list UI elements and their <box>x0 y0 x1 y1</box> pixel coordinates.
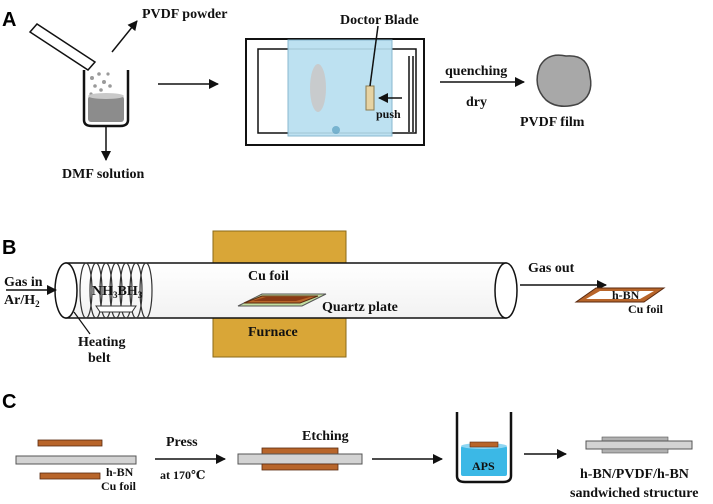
arrow-powder-label <box>111 20 138 53</box>
label-belt: belt <box>88 351 111 366</box>
label-heating: Heating <box>78 335 125 350</box>
label-result-1: h-BN/PVDF/h-BN <box>580 467 689 482</box>
pressed-stack <box>237 447 363 471</box>
label-doctor-blade: Doctor Blade <box>340 13 419 28</box>
label-hbn-b: h-BN <box>612 288 640 302</box>
label-dry: dry <box>466 95 487 110</box>
label-dmf-solution: DMF solution <box>62 167 145 182</box>
pvdf-film-icon <box>536 54 592 107</box>
label-cu-foil-c: Cu foil <box>101 479 137 493</box>
label-etching: Etching <box>302 429 349 444</box>
panel-label-c: C <box>2 391 16 413</box>
panel-label-a: A <box>2 9 16 31</box>
label-push: push <box>376 107 401 121</box>
heating-belt-coils <box>79 262 153 319</box>
initial-stack <box>15 439 137 480</box>
label-furnace: Furnace <box>248 325 298 340</box>
final-sandwich <box>585 436 693 454</box>
label-gas-out: Gas out <box>528 261 575 276</box>
panel-label-b: B <box>2 237 16 259</box>
label-aps: APS <box>472 459 495 473</box>
label-press-temp: at 170℃ <box>160 468 205 482</box>
blade-icon <box>365 85 375 111</box>
doctor-blade-coater <box>245 38 425 146</box>
precursor-boat <box>95 305 137 313</box>
label-ar-h2: Ar/H2 <box>4 293 40 309</box>
doctor-blade-leader <box>369 25 379 87</box>
label-quenching: quenching <box>445 64 507 79</box>
label-gas-in: Gas in <box>4 275 43 290</box>
label-result-2: sandwiched structure <box>570 486 698 501</box>
label-cu-foil: Cu foil <box>248 269 289 284</box>
label-pvdf-powder: PVDF powder <box>142 7 227 22</box>
label-press: Press <box>166 435 198 450</box>
powder-spatula <box>28 23 97 71</box>
label-pvdf-film: PVDF film <box>520 115 585 130</box>
label-nh3bh3: NH3BH3 <box>92 284 143 300</box>
heating-belt-leader <box>73 311 91 335</box>
pvdf-cast-film <box>287 39 393 137</box>
label-cu-foil-b: Cu foil <box>628 302 664 316</box>
aps-beaker-icon <box>455 412 513 484</box>
hbn-cu-foil-icon <box>574 287 666 303</box>
label-quartz-plate: Quartz plate <box>322 300 398 315</box>
quartz-tube <box>54 262 518 319</box>
powder-particles <box>89 72 112 96</box>
label-hbn-c: h-BN <box>106 465 134 479</box>
substrate-stack <box>237 293 327 307</box>
